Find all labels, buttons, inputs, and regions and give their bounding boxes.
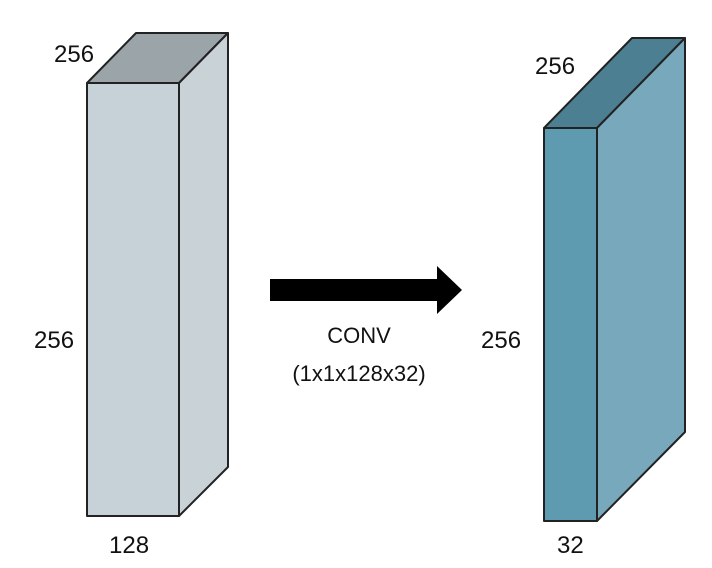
output-width-label: 32 [557, 532, 584, 559]
output-tensor-block [543, 37, 686, 522]
output-depth-label: 256 [535, 53, 575, 80]
input-block-side-face [178, 32, 229, 517]
output-height-label: 256 [481, 327, 521, 354]
input-depth-label: 256 [54, 41, 94, 68]
input-tensor-block [86, 32, 229, 517]
input-height-label: 256 [34, 327, 74, 354]
input-block-front-face [86, 82, 180, 517]
conv-operation-name: CONV [327, 323, 391, 348]
conv-operation-params: (1x1x128x32) [292, 361, 425, 386]
output-block-front-face [543, 127, 598, 522]
input-width-label: 128 [109, 532, 149, 559]
conv-arrow [270, 266, 462, 314]
